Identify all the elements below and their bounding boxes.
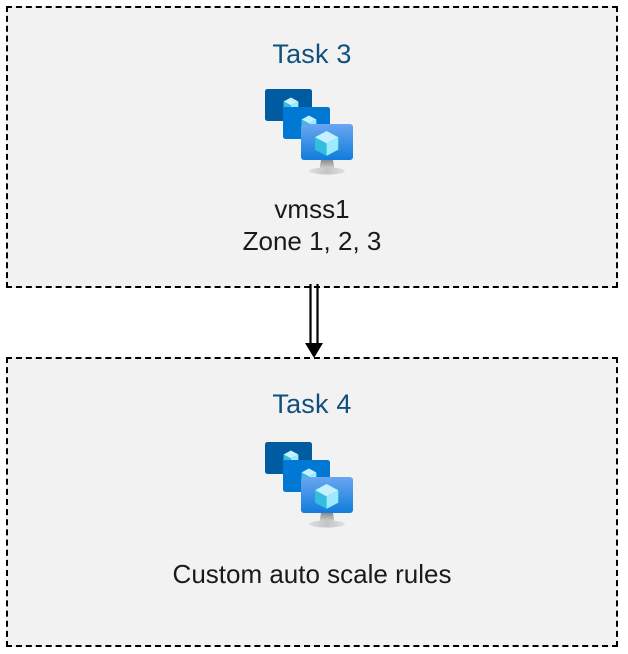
node-label-primary: vmss1 bbox=[274, 194, 350, 224]
virtual-machine-scale-set-icon bbox=[265, 442, 353, 528]
node-label-block: Custom auto scale rules bbox=[173, 558, 452, 590]
vmss-icon-wrapper bbox=[263, 440, 361, 530]
task-box-task3[interactable]: Task 3 bbox=[6, 6, 618, 288]
task3-to-task4-arrow bbox=[305, 284, 323, 358]
virtual-machine-scale-set-icon bbox=[265, 89, 353, 175]
task-title: Task 4 bbox=[272, 389, 352, 419]
node-label-primary: Custom auto scale rules bbox=[172, 559, 452, 589]
arrow-head-icon bbox=[305, 343, 323, 358]
task-title: Task 3 bbox=[272, 39, 352, 69]
node-label-block: vmss1 Zone 1, 2, 3 bbox=[243, 193, 382, 257]
vmss-icon-wrapper bbox=[263, 87, 361, 177]
task-box-task4[interactable]: Task 4 bbox=[6, 357, 618, 647]
node-label-secondary: Zone 1, 2, 3 bbox=[242, 226, 382, 256]
